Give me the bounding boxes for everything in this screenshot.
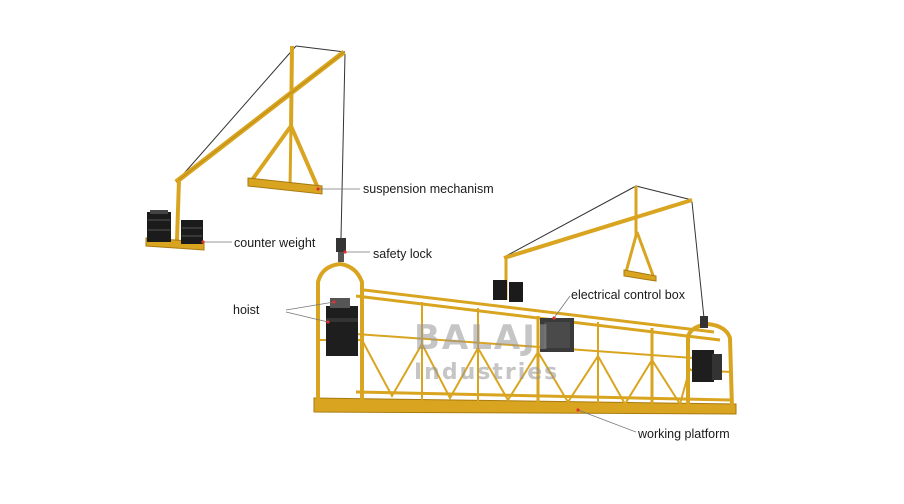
hoist-left xyxy=(326,298,358,356)
label-suspension-mechanism: suspension mechanism xyxy=(363,182,494,196)
label-counter-weight: counter weight xyxy=(234,236,315,250)
watermark-title: BALAJI xyxy=(414,318,552,358)
label-safety-lock: safety lock xyxy=(373,247,432,261)
counter-weight-blocks xyxy=(147,210,203,244)
label-electrical-control-box: electrical control box xyxy=(571,288,685,302)
label-hoist: hoist xyxy=(233,303,259,317)
watermark-subtitle: Industries xyxy=(414,360,559,385)
hoist-right xyxy=(692,350,722,382)
left-suspension-mechanism xyxy=(146,46,345,250)
safety-lock xyxy=(336,238,346,262)
safety-lock-right xyxy=(700,316,708,328)
label-working-platform: working platform xyxy=(638,427,730,441)
